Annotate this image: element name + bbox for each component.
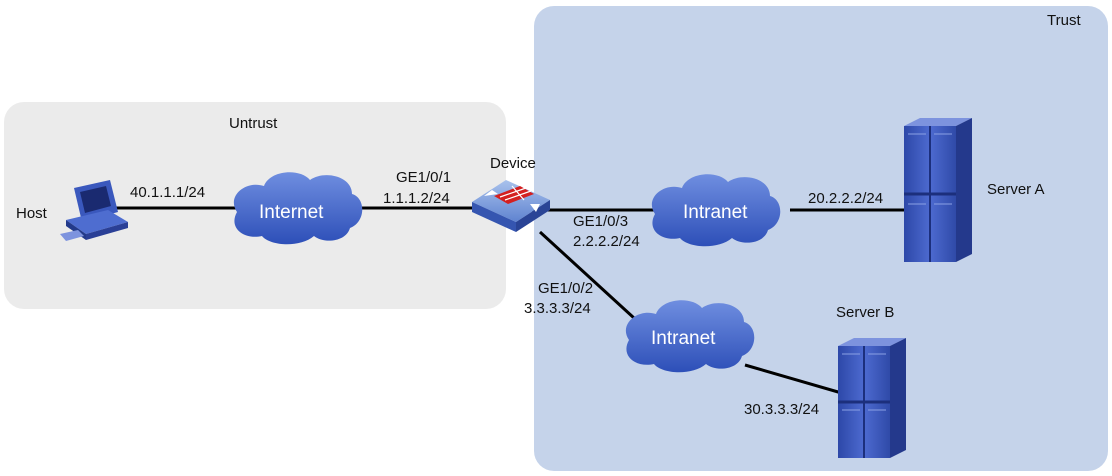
ge103-ip-label: 2.2.2.2/24 — [573, 233, 640, 250]
link-device-intranet-b — [538, 230, 636, 320]
ge103-name-label: GE1/0/3 — [573, 213, 628, 230]
intranet-cloud-b — [625, 300, 755, 373]
intranet-cloud-a — [651, 174, 781, 247]
server-a-label: Server A — [987, 181, 1045, 198]
ge101-name-label: GE1/0/1 — [396, 169, 451, 186]
computer-icon — [60, 180, 128, 241]
device-label: Device — [490, 155, 536, 172]
host-label: Host — [16, 205, 48, 222]
firewall-icon — [472, 180, 550, 232]
intranet-a-cloud-label: Intranet — [683, 202, 748, 223]
host-ip-label: 40.1.1.1/24 — [130, 184, 205, 201]
ge101-ip-label: 1.1.1.2/24 — [383, 190, 450, 207]
trust-zone-label: Trust — [1047, 12, 1081, 29]
server-a-ip-label: 20.2.2.2/24 — [808, 190, 883, 207]
ge102-ip-label: 3.3.3.3/24 — [524, 300, 591, 317]
server-b-ip-label: 30.3.3.3/24 — [744, 401, 819, 418]
link-intranet-b-server-b — [744, 363, 846, 396]
intranet-b-cloud-label: Intranet — [651, 328, 716, 349]
internet-cloud-label: Internet — [259, 202, 324, 223]
server-rack-icon — [838, 338, 906, 458]
server-rack-icon — [904, 118, 972, 262]
server-b-label: Server B — [836, 304, 894, 321]
ge102-name-label: GE1/0/2 — [538, 280, 593, 297]
internet-cloud — [233, 172, 363, 245]
untrust-zone-label: Untrust — [229, 115, 278, 132]
